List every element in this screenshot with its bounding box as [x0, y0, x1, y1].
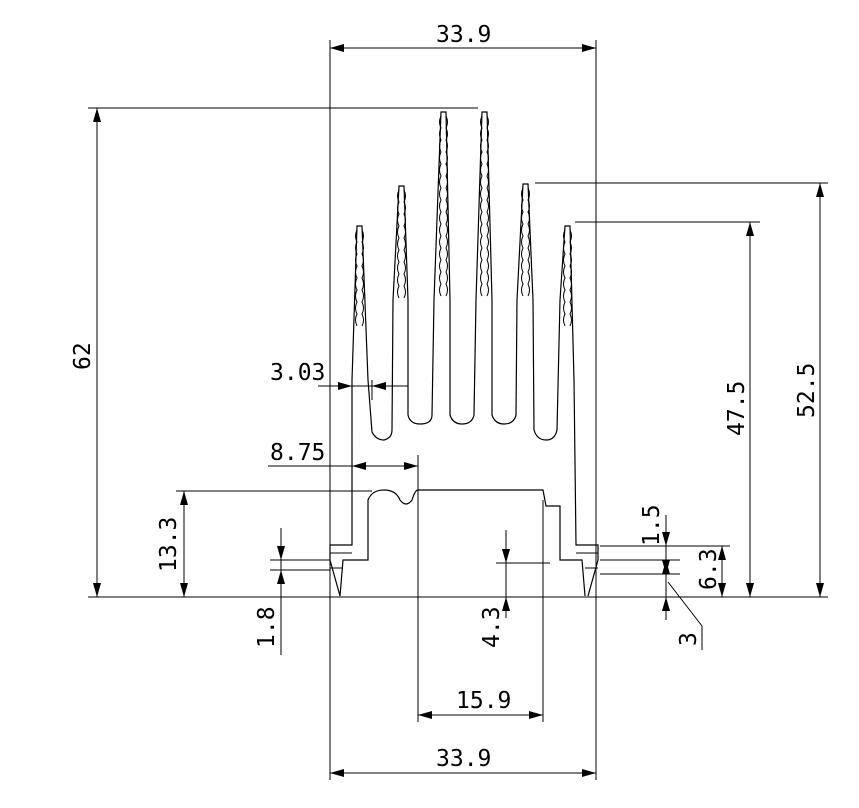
dim-fin-offset: 8.75 [270, 440, 325, 466]
dim-height-total: 62 [70, 342, 96, 370]
dim-groove-top: 1.5 [639, 504, 665, 546]
dim-fin-height-inner: 47.5 [724, 381, 750, 436]
fin-serrations-8 [486, 115, 489, 297]
fin-serrations-12 [569, 229, 572, 327]
fin-serrations-1 [355, 229, 358, 327]
dim-fin-thickness: 3.03 [270, 360, 325, 386]
dimension-labels: 33.9 33.9 15.9 3.03 8.75 62 13.3 1.8 4.3… [70, 22, 820, 772]
groove-left [330, 552, 352, 569]
fin-serrations-5 [439, 115, 442, 297]
dimension-lines [93, 44, 824, 777]
extension-lines [88, 40, 828, 780]
dim-groove-height: 6.3 [696, 548, 722, 590]
heatsink-profile [329, 111, 599, 597]
profile-inner-base [339, 489, 586, 597]
dim-width-top: 33.9 [436, 22, 491, 48]
fin-serrations-2 [361, 229, 364, 327]
fin-serrations-3 [397, 189, 400, 299]
fin-serrations-9 [521, 187, 524, 297]
fin-serrations-4 [403, 189, 406, 299]
fin-serrations-10 [527, 187, 530, 297]
fin-serrations-6 [445, 115, 448, 297]
dim-base-height: 13.3 [156, 517, 182, 572]
dim-fin-height-right: 52.5 [794, 363, 820, 418]
dim-slot-width: 15.9 [456, 688, 511, 714]
fin-serrations-11 [563, 229, 566, 327]
dim-foot-height: 1.8 [254, 606, 280, 648]
dim-width-bottom: 33.9 [436, 746, 491, 772]
dim-groove-bottom: 3 [676, 632, 702, 646]
dim-inner-height: 4.3 [479, 606, 505, 648]
profile-outer-outline [329, 111, 599, 597]
fin-serrations-7 [480, 115, 483, 297]
